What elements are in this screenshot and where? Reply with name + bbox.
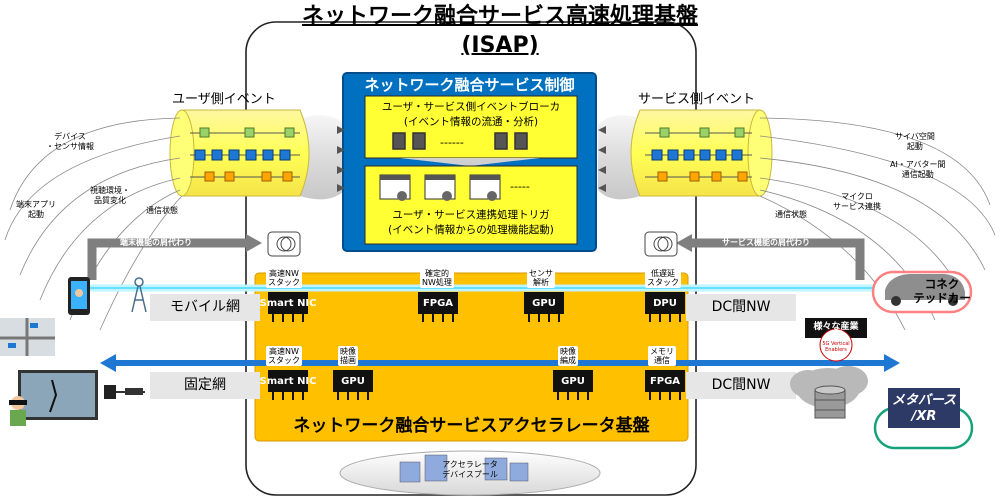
row2-chip-1: Smart NIC [259,376,317,387]
smartphone-icon [68,277,90,315]
right-gray-pipe [598,115,640,200]
control-panel-title: ネットワーク融合サービス制御 [364,76,575,94]
broker-subtitle: (イベント情報の流通・分析) [403,116,539,128]
broker-queue-icons [392,132,528,150]
broker-title: ユーザ・サービス側イベントブローカ [381,101,561,113]
row1-cap-2: 確定的 NW処理 [420,268,454,289]
connected-car-label: コネク テッドカー [913,277,971,306]
row1-chip-1: Smart NIC [259,298,317,309]
row1-cap-1: 高速NW スタック [266,268,302,289]
left-gray-pipe [300,115,345,200]
trigger-title: ユーザ・サービス連携処理トリガ [392,209,550,221]
service-event-comm-status: 通信状態 [775,210,807,219]
industries-label: 様々な産業 [813,322,859,332]
page-title: ネットワーク融合サービス高速処理基盤 [301,4,698,29]
left-copy-icon [267,231,301,257]
row2-chip-4: FPGA [649,376,681,387]
row1-cap-3: センサ 解析 [527,268,555,289]
user-event-app-launch: 端末アプリ 起動 [16,200,56,219]
mobile-label-bg [150,294,260,321]
chips-row1 [268,292,685,322]
right-offload-label: サービス機能の肩代わり [722,238,810,247]
accelerator-title: ネットワーク融合サービスアクセラレータ基盤 [293,416,650,436]
broker-arrow [400,158,540,166]
antenna-icon [131,277,147,313]
row1-chip-4: DPU [653,298,677,309]
accelerator-base [254,272,689,442]
dc-network-label-2: DC間NW [711,377,771,393]
device-pool-icons [399,454,529,483]
page-subtitle: (ISAP) [461,33,539,58]
fixed-label-bg [150,372,260,399]
row1-cap-4: 低遅延 スタック [645,268,681,289]
service-event-microservice: マイクロ サービス連携 [833,192,881,211]
database-icon [814,385,846,419]
row2-cap-3: 映像 編成 [558,346,578,367]
industries-box [805,318,867,338]
service-event-cyber-space: サイバ空間 起動 [895,132,935,151]
city-traffic-icon [0,318,55,356]
fixed-network-label: 固定網 [184,377,226,393]
metaverse-image [888,388,960,428]
broker-dashes: ------ [440,136,464,149]
user-event-pipe [169,109,310,197]
row2-cap-2: 映像 描画 [338,346,358,367]
trigger-code-icons [379,174,501,201]
right-offload-arrow [690,238,865,280]
left-offload-label: 端末機能の肩代わり [120,238,192,247]
vertical-logo [819,328,853,362]
user-events-label: ユーザ側イベント [172,92,276,107]
service-event-pipe [630,109,773,197]
left-offload-arrow [87,238,248,280]
dc-network-label-1: DC間NW [711,299,771,315]
service-event-ai-avatar: AI・アバター間 通信起動 [890,160,946,179]
vr-user-icon [9,396,27,426]
service-events-label: サービス側イベント [638,92,756,107]
row1-chip-3: GPU [532,298,556,309]
chips-row2 [268,370,685,400]
user-event-viewing-quality: 視聴環境・ 品質変化 [90,186,130,205]
row2-chip-2: GPU [341,376,365,387]
router-icon [104,385,145,399]
device-pool-label: アクセラレータ デバイスプール [442,460,498,479]
dc2-label-bg [686,372,796,399]
row1-chip-2: FPGA [422,298,454,309]
vertical-enablers-label: 5G Vertical Enablers [822,341,850,353]
center-arrows [337,126,606,192]
car-icon [885,274,965,306]
row2-cap-4: メモリ 通信 [648,346,676,367]
metaverse-label: メタバース /XR [891,393,957,425]
trigger-dashes: ----- [510,180,530,193]
row2-cap-1: 高速NW スタック [266,346,302,367]
tv-screen-icon [18,370,98,420]
row2-chip-3: GPU [561,376,585,387]
trigger-subtitle: (イベント情報からの処理機能起動) [388,224,554,236]
right-copy-icon [644,231,678,257]
user-event-device-sensor: デバイス ・センサ情報 [46,132,94,151]
dc1-label-bg [686,294,796,321]
user-event-comm-status: 通信状態 [146,206,178,215]
mobile-network-label: モバイル網 [170,299,240,315]
